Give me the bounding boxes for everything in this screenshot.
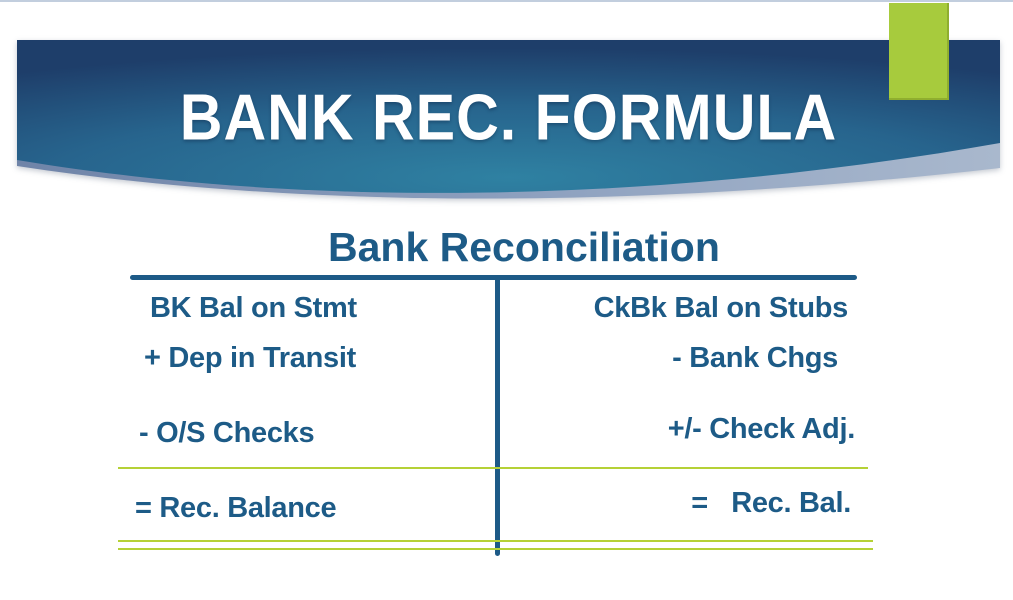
total-double-rule-bottom xyxy=(118,548,873,550)
left-row-reconciled-balance: = Rec. Balance xyxy=(135,492,337,524)
left-row-outstanding-checks: - O/S Checks xyxy=(139,417,315,449)
t-account-divider-line xyxy=(495,275,500,556)
banner-main-shape xyxy=(17,40,1000,193)
slide-title: BANK REC. FORMULA xyxy=(179,80,838,154)
left-row-deposits-in-transit: + Dep in Transit xyxy=(144,342,356,374)
subtotal-rule-line xyxy=(118,467,868,469)
right-row-bank-charges: - Bank Chgs xyxy=(672,342,838,374)
right-row-checkbook-balance: CkBk Bal on Stubs xyxy=(593,292,849,324)
banner-shape xyxy=(17,40,1000,199)
t-account-top-line xyxy=(130,275,857,280)
top-divider-line xyxy=(0,0,1013,2)
green-accent-rectangle xyxy=(889,3,949,100)
section-heading: Bank Reconciliation xyxy=(328,224,720,270)
title-banner xyxy=(17,40,1000,210)
right-row-reconciled-balance: = Rec. Bal. xyxy=(691,487,851,519)
right-row-check-adjustments: +/- Check Adj. xyxy=(667,413,856,445)
left-row-bank-balance: BK Bal on Stmt xyxy=(150,292,357,324)
total-double-rule-top xyxy=(118,540,873,542)
